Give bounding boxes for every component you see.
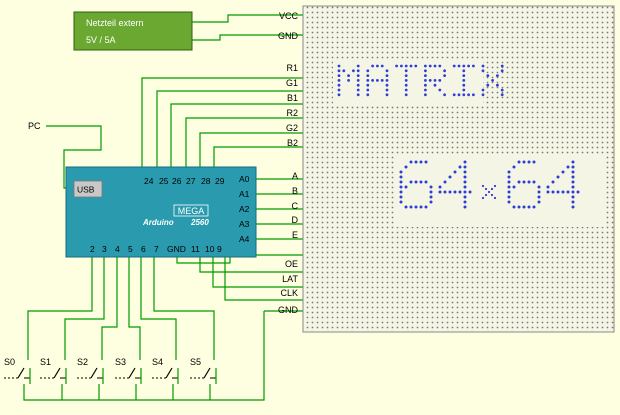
pin-label-a0: A0 (239, 174, 250, 184)
pin-label-24: 24 (144, 176, 154, 186)
matrix-title (337, 64, 504, 97)
usb-label: USB (77, 185, 95, 195)
matrix-pin-oe-13: OE (285, 259, 298, 269)
pin-label-7-bottom: 7 (154, 244, 159, 254)
size-char-0-0 (399, 160, 433, 209)
matrix-pin-a-8: A (292, 171, 298, 181)
pin-label-3-bottom: 3 (102, 244, 107, 254)
matrix-title-char-1 (366, 64, 389, 97)
pin-label-a3: A3 (239, 219, 250, 229)
power-supply-title: Netzteil extern (86, 18, 144, 28)
power-supply: Netzteil extern 5V / 5A (73, 11, 193, 51)
matrix-title-char-5 (481, 64, 504, 97)
pin-label-9-bottom: 9 (217, 244, 222, 254)
wire-3 (156, 90, 303, 175)
matrix-pin-c-10: C (292, 201, 299, 211)
pin-label-26: 26 (172, 176, 182, 186)
size-char-0-1 (438, 160, 472, 209)
pin-label-a4: A4 (239, 234, 250, 244)
power-supply-voltage: 5V / 5A (86, 35, 116, 45)
pin-label-11-bottom: 11 (191, 244, 200, 254)
board-model: 2560 (190, 218, 209, 227)
matrix-pin-d-11: D (292, 215, 299, 225)
pin-label-10-bottom: 10 (205, 244, 215, 254)
wire-24 (140, 257, 177, 360)
wire-6 (199, 132, 303, 175)
switch-label-s5: S5 (190, 357, 201, 367)
mega-logo (173, 204, 209, 217)
usb-port (73, 180, 103, 198)
pin-label-gnd-bottom: GND (167, 244, 186, 254)
pin-label-28: 28 (201, 176, 211, 186)
wire-20 (27, 257, 93, 360)
switch-s0: S0 (4, 357, 31, 384)
switch-s2: S2 (77, 357, 104, 384)
pin-label-6-bottom: 6 (141, 244, 146, 254)
wire-16 (224, 257, 303, 301)
matrix-title-char-3 (424, 64, 446, 97)
pin-label-a1: A1 (239, 189, 250, 199)
wire-4 (170, 103, 303, 175)
wire-25 (153, 257, 215, 360)
matrix-pin-lat-14: LAT (282, 274, 298, 284)
pin-label-25: 25 (159, 176, 169, 186)
switch-s5: S5 (190, 357, 217, 384)
size-char-2-0 (507, 160, 541, 209)
wire-0 (192, 14, 303, 23)
pin-label-27: 27 (186, 176, 196, 186)
switch-label-s3: S3 (115, 357, 126, 367)
pin-label-5-bottom: 5 (128, 244, 133, 254)
switch-bank: S0 S1 S2 S3 S4 S5 (4, 357, 217, 384)
matrix-title-char-2 (395, 64, 418, 97)
switch-label-s2: S2 (77, 357, 88, 367)
pin-label-29: 29 (215, 176, 225, 186)
switch-s1: S1 (40, 357, 67, 384)
pc-label: PC (28, 121, 41, 131)
wire-7 (213, 146, 303, 175)
matrix-size (399, 160, 580, 209)
matrix-pin-gnd-1: GND (278, 31, 299, 41)
matrix-pin-e-12: E (292, 230, 298, 240)
wire-5 (185, 117, 303, 175)
matrix-pin-b-9: B (292, 186, 298, 196)
matrix-pin-r2-5: R2 (286, 108, 298, 118)
board-brand: MEGA (178, 206, 205, 216)
wire-14 (199, 257, 303, 273)
matrix-pin-clk-15: CLK (280, 288, 298, 298)
wire-2 (141, 77, 303, 175)
matrix-pin-b1-4: B1 (287, 93, 298, 103)
pin-label-a2: A2 (239, 204, 250, 214)
matrix-pin-gnd-16: GND (278, 305, 299, 315)
wire-19 (23, 311, 265, 401)
matrix-pin-b2-7: B2 (287, 138, 298, 148)
wire-22 (101, 257, 118, 360)
pin-label-4-bottom: 4 (115, 244, 120, 254)
switch-s3: S3 (115, 357, 142, 384)
wire-23 (128, 257, 141, 360)
switch-s4: S4 (152, 357, 179, 384)
switch-label-s1: S1 (40, 357, 51, 367)
pin-label-2-bottom: 2 (90, 244, 95, 254)
matrix-title-char-0 (337, 64, 360, 97)
switch-label-s0: S0 (4, 357, 15, 367)
board-name: Arduino (142, 218, 174, 227)
switch-label-s4: S4 (152, 357, 163, 367)
wire-1 (192, 34, 303, 41)
matrix-pin-vcc-0: VCC (279, 11, 299, 21)
wire-21 (64, 257, 105, 360)
size-char-x (481, 184, 497, 200)
matrix-pin-g1-3: G1 (286, 78, 298, 88)
matrix-title-char-4 (452, 64, 475, 97)
matrix-pin-r1-2: R1 (286, 63, 298, 73)
matrix-pin-g2-6: G2 (286, 123, 298, 133)
size-char-2-1 (546, 160, 580, 209)
wire-15 (212, 257, 303, 288)
